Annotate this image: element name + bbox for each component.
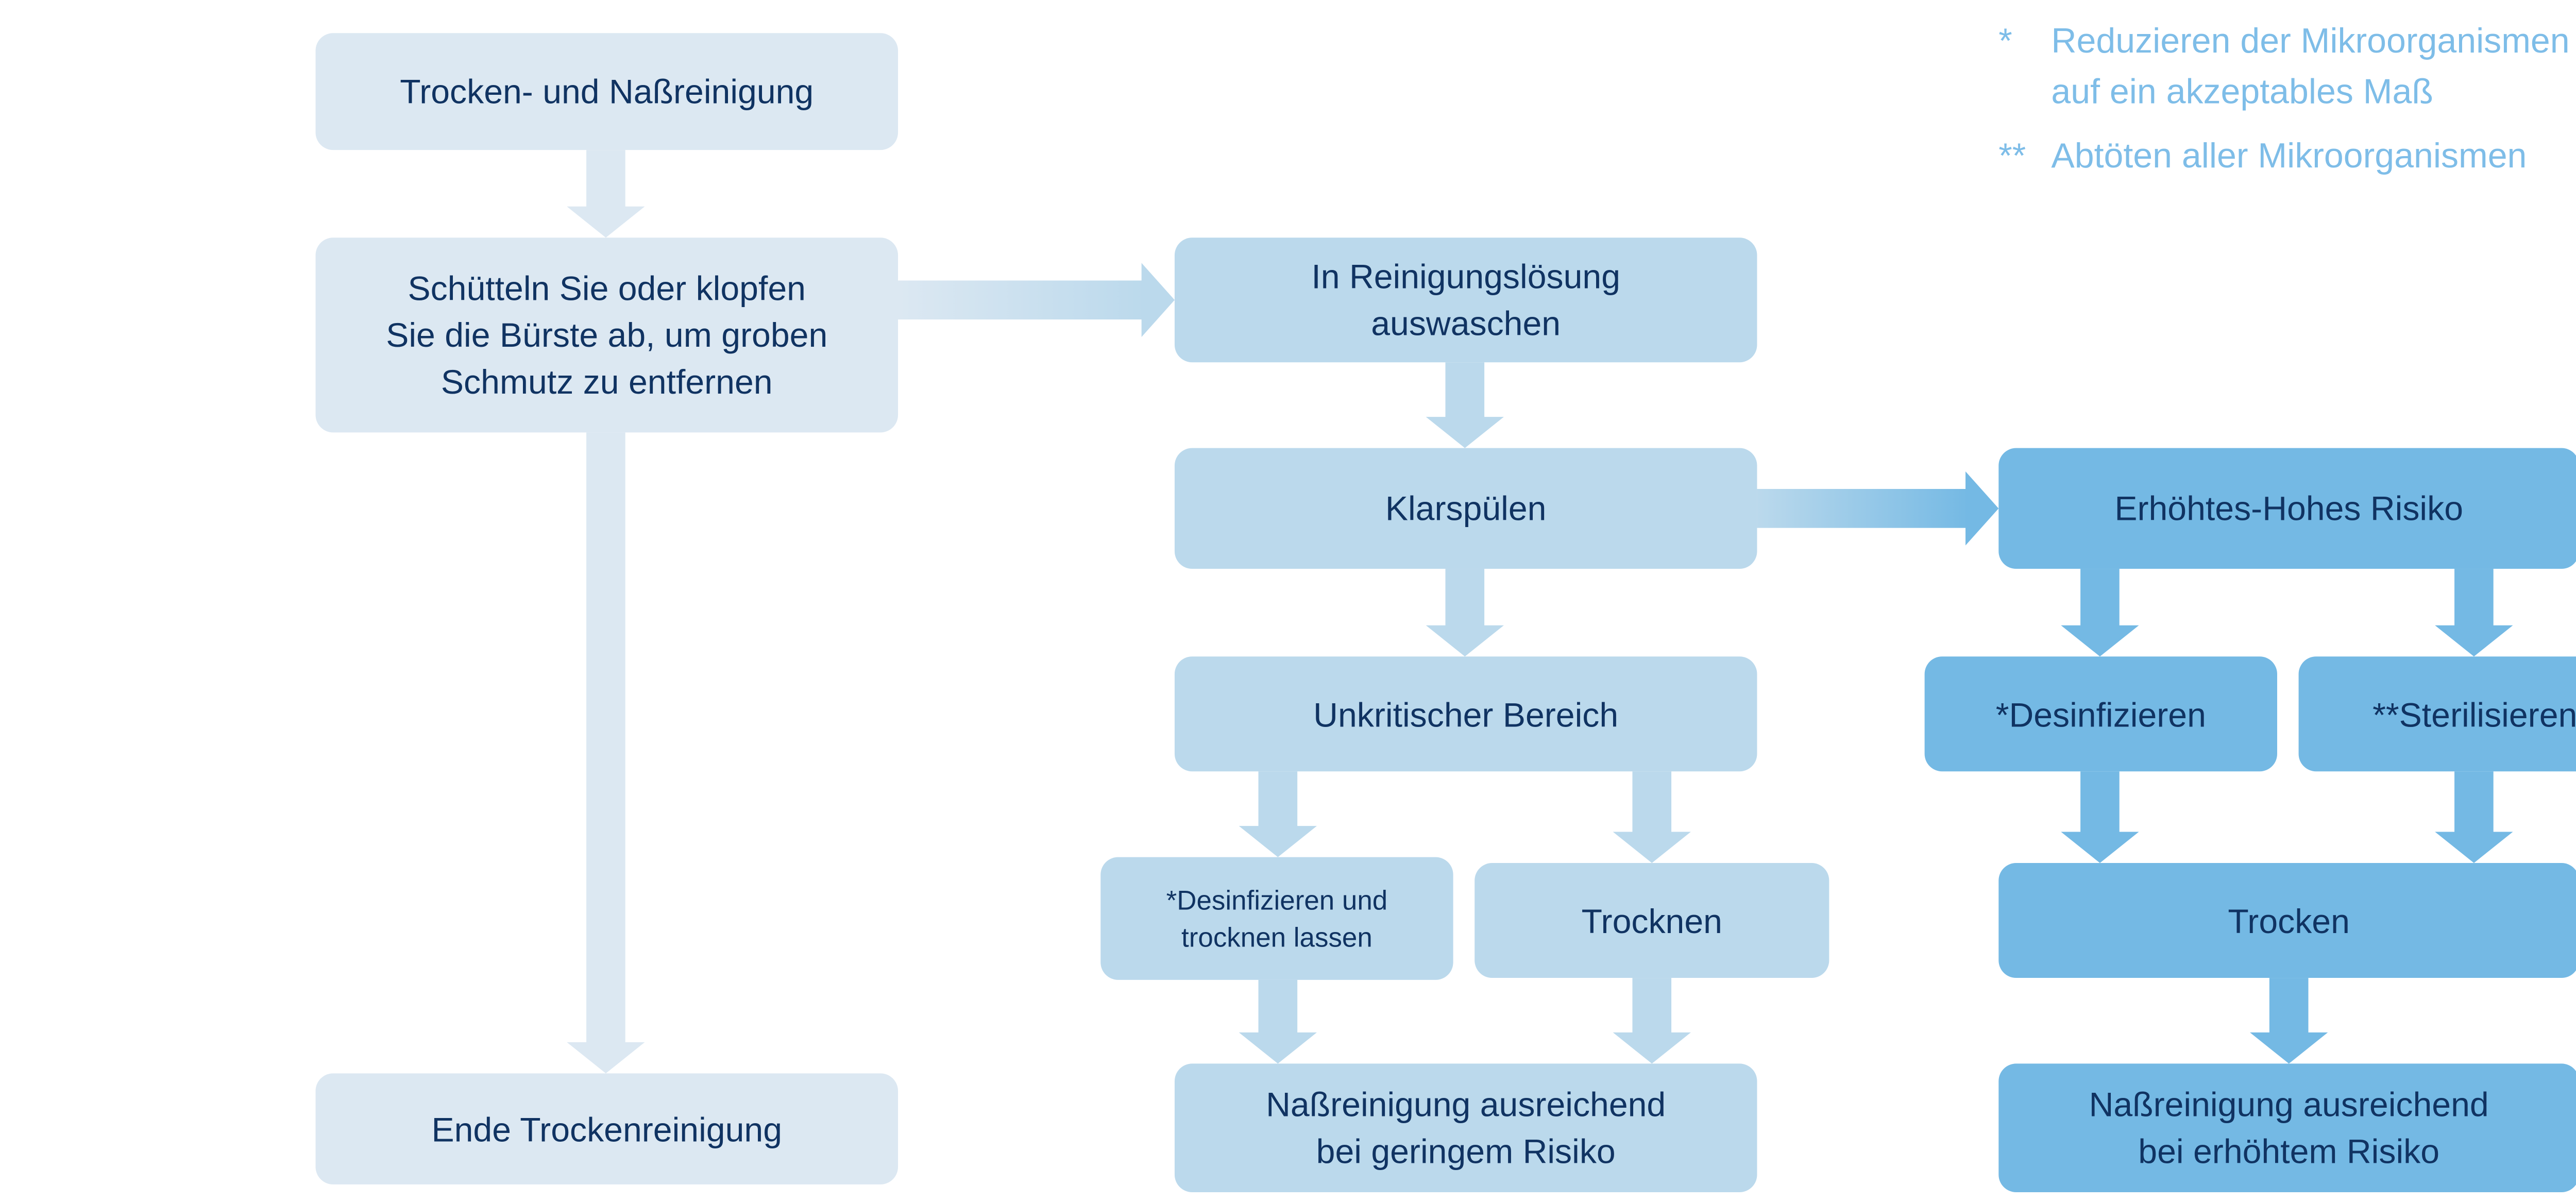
arrow-down-icon <box>1613 771 1691 863</box>
node-desinfizieren-und-trocknen-lassen: *Desinfizieren und trocknen lassen <box>1100 857 1453 980</box>
arrow-down-icon <box>1239 771 1317 857</box>
arrow-down-icon <box>2250 978 2328 1064</box>
arrow-down-icon <box>2061 771 2139 863</box>
node-in-reinigungsloesung-auswaschen: In Reinigungslösung auswaschen <box>1174 238 1757 363</box>
node-trocken: Trocken <box>1998 862 2576 978</box>
arrow-down-icon <box>1239 979 1317 1064</box>
legend-marker-asterisk: * <box>1998 21 2012 61</box>
arrow-down-icon <box>567 150 645 238</box>
arrow-down-icon <box>2435 569 2513 657</box>
node-sterilisieren: **Sterilisieren <box>2298 656 2576 772</box>
node-nassreinigung-geringes-risiko: Naßreinigung ausreichend bei geringem Ri… <box>1174 1063 1757 1192</box>
node-nassreinigung-erhoehtes-risiko: Naßreinigung ausreichend bei erhöhtem Ri… <box>1998 1063 2576 1192</box>
node-erhoehtes-hohes-risiko: Erhöhtes-Hohes Risiko <box>1998 448 2576 569</box>
node-ende-trockenreinigung: Ende Trockenreinigung <box>315 1073 899 1184</box>
arrow-down-icon <box>1426 362 1504 448</box>
node-klarspuelen: Klarspülen <box>1174 448 1757 569</box>
legend-item: ** Abtöten aller Mikroorganismen <box>1998 130 2569 181</box>
legend: * Reduzieren der Mikroorganismen auf ein… <box>1998 15 2569 195</box>
node-schuetteln-buerste: Schütteln Sie oder klopfen Sie die Bürst… <box>315 238 899 433</box>
arrow-right-icon <box>1757 469 1999 547</box>
legend-text: Abtöten aller Mikroorganismen <box>2051 136 2527 176</box>
legend-item: * Reduzieren der Mikroorganismen auf ein… <box>1998 15 2569 117</box>
arrow-down-icon <box>2061 569 2139 657</box>
legend-marker-double-asterisk: ** <box>1998 136 2026 176</box>
arrow-right-icon <box>898 261 1175 339</box>
legend-text: Reduzieren der Mikroorganismen auf ein a… <box>2051 21 2570 111</box>
node-trocken-und-nassreinigung: Trocken- und Naßreinigung <box>315 33 899 150</box>
node-unkritischer-bereich: Unkritischer Bereich <box>1174 656 1757 772</box>
arrow-down-icon <box>1426 569 1504 657</box>
node-desinfizieren: *Desinfizieren <box>1924 656 2277 772</box>
node-trocknen: Trocknen <box>1475 862 1829 978</box>
arrow-down-icon <box>2435 771 2513 863</box>
arrow-down-icon <box>1613 978 1691 1064</box>
arrow-down-icon <box>567 432 645 1074</box>
